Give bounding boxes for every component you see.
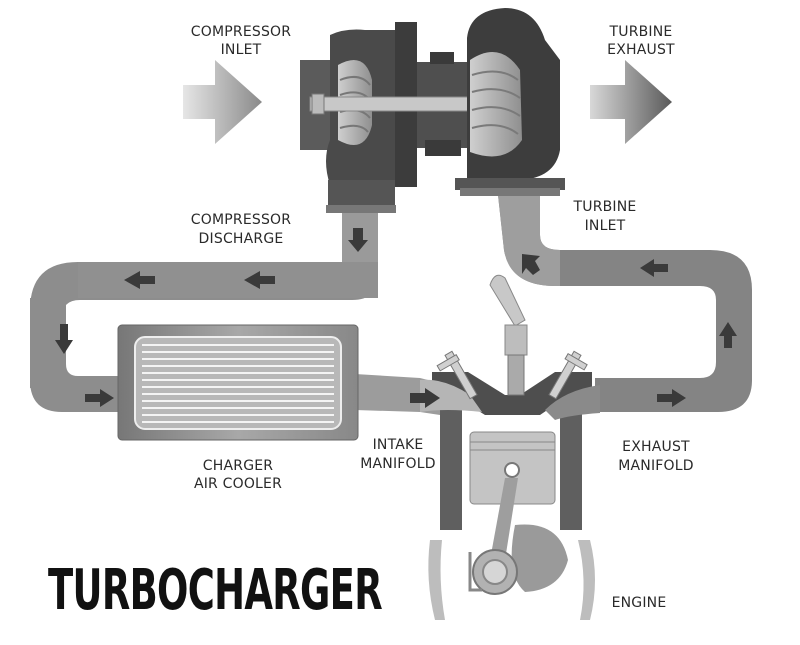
label-intake-manifold-line1: INTAKE [373,437,424,453]
compressor-inlet-arrow [183,60,262,144]
label-exhaust-manifold-line2: MANIFOLD [618,458,694,474]
arrow-icon [124,271,155,289]
arrow-icon [55,324,73,354]
label-turbine-exhaust-line1: TURBINE [609,24,673,40]
arrow-icon [85,389,114,407]
center-housing [309,52,481,156]
arrow-icon [640,259,668,277]
charger-air-cooler [117,324,359,441]
page-title: TURBOCHARGER [48,558,382,623]
engine-block [420,274,600,620]
label-intake-manifold-line2: MANIFOLD [360,456,436,472]
arrow-icon [719,322,737,348]
label-turbine-exhaust-line2: EXHAUST [607,42,675,58]
label-engine: ENGINE [612,595,667,611]
label-turbine-inlet-line2: INLET [585,218,626,234]
label-compressor-inlet-line2: INLET [221,42,262,58]
label-compressor-discharge-line2: DISCHARGE [199,231,284,247]
label-charger-air-cooler-line2: AIR COOLER [194,476,282,492]
compressor-housing [300,22,417,213]
exhaust-pipe [498,195,752,412]
label-turbine-inlet-line1: TURBINE [573,199,637,215]
arrow-icon [410,388,440,408]
arrow-icon [522,254,540,275]
arrow-icon [348,228,368,252]
intake-pipe [30,200,440,415]
arrow-icon [244,271,275,289]
turbine-exhaust-arrow [590,60,672,144]
label-compressor-inlet-line1: COMPRESSOR [191,24,291,40]
arrow-icon [657,389,686,407]
label-charger-air-cooler-line1: CHARGER [203,458,274,474]
turbine-housing [455,8,565,196]
label-compressor-discharge-line1: COMPRESSOR [191,212,291,228]
label-exhaust-manifold-line1: EXHAUST [622,439,690,455]
